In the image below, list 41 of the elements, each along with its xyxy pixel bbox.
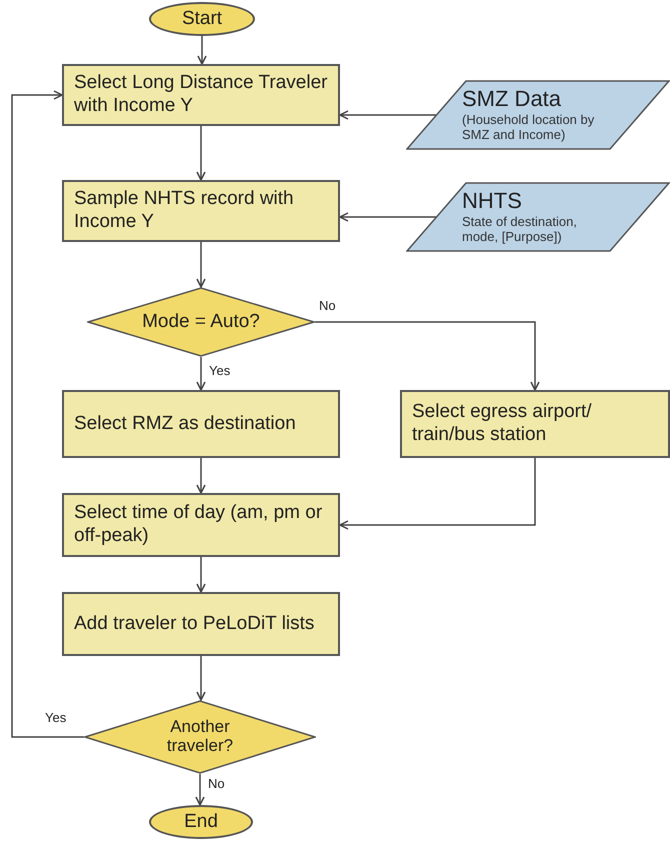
process-box [62,64,340,126]
step-label: Select time of day (am, pm or off-peak) [74,502,324,548]
arrow [195,774,205,806]
edge-label: No [318,299,337,314]
process-box [62,180,340,242]
arrow [11,90,84,738]
arrow [196,656,206,701]
step-label: Add traveler to PeLoDiT lists [74,612,316,636]
arrow [197,36,207,65]
step-label: Another traveler? [166,718,234,756]
arrow [196,242,206,288]
edge-label: No [207,777,226,792]
step-label: Select egress airport/ train/bus station [412,401,593,447]
arrow [196,126,206,181]
data-title: NHTS [462,189,522,214]
edge-label: Yes [44,711,68,726]
arrow [339,458,536,530]
arrow [339,212,436,222]
arrow [196,557,206,593]
data-parallelogram [406,80,670,150]
process-box [62,592,340,656]
process-box [62,390,340,458]
step-label: Mode = Auto? [142,312,260,332]
decision-diamond [87,287,315,357]
data-parallelogram [406,182,670,252]
edge-label: Yes [208,364,232,378]
step-label: Sample NHTS record with Income Y [74,188,295,234]
data-title: SMZ Data [462,87,562,112]
decision-diamond [84,700,316,774]
step-label: Select RMZ as destination [74,412,297,436]
data-description: (Household location by SMZ and Income) [462,112,596,143]
process-box [400,390,670,458]
arrow [315,321,540,391]
step-label: Start [182,8,222,30]
step-label: End [184,811,218,833]
arrow [196,357,206,391]
process-box [62,493,340,557]
step-label: Select Long Distance Traveler with Income Y [74,72,328,118]
data-description: State of destination, mode, [Purpose]) [462,214,578,245]
arrow [339,110,436,120]
arrow [196,458,206,494]
